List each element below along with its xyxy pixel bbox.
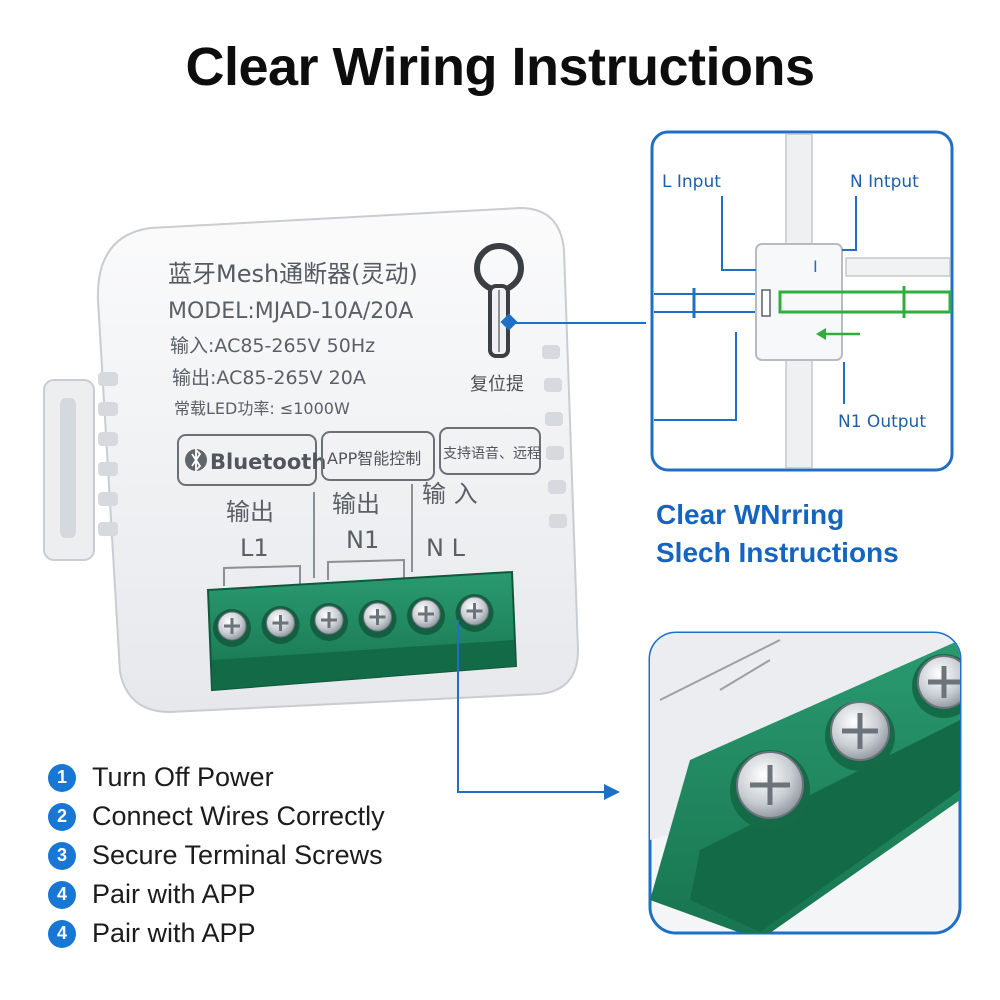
step-number-badge: 4 — [48, 919, 76, 948]
output-wire — [654, 332, 737, 421]
terminal-screw — [407, 597, 445, 635]
green-wire — [778, 290, 952, 314]
step-item: 1 Turn Off Power — [48, 758, 385, 797]
l-input-label: L Input — [662, 172, 721, 192]
badge-app-control: APP智能控制 — [321, 431, 435, 481]
badge-voice-label: 支持语音、远程 — [443, 445, 541, 462]
side-title-line2: Slech Instructions — [656, 537, 899, 568]
terminal-input-top: 输 入 — [422, 480, 478, 508]
step-label: Connect Wires Correctly — [92, 801, 385, 831]
terminal-screw — [310, 603, 348, 641]
side-title: Clear WNrring Slech Instructions — [656, 496, 899, 572]
step-label: Secure Terminal Screws — [92, 840, 383, 870]
wiring-diagram: I L Input N Intput N1 Output — [650, 130, 954, 472]
reset-label: 复位提 — [470, 374, 524, 395]
step-label: Pair with APP — [92, 918, 256, 948]
device-output-spec: 输出:AC85-265V 20A — [172, 367, 366, 389]
smart-switch-module: 蓝牙Mesh通断器(灵动) MODEL:MJAD-10A/20A 输入:AC85… — [43, 206, 580, 714]
zoom-screw-1 — [730, 750, 810, 830]
step-number-badge: 4 — [48, 880, 76, 909]
terminal-block-base — [212, 640, 516, 690]
terminal-dividers — [313, 484, 413, 578]
step-number-badge: 3 — [48, 841, 76, 870]
terminal-labels: 输出 L1 输出 N1 输 入 N L — [223, 480, 478, 586]
l-input-leader — [721, 196, 756, 271]
step-item: 3 Secure Terminal Screws — [48, 836, 385, 875]
step-number-badge: 1 — [48, 763, 76, 792]
terminal-screw — [455, 594, 494, 632]
badge-app-label: APP智能控制 — [327, 449, 421, 468]
wire-connector — [755, 243, 843, 361]
input-wire — [654, 293, 760, 313]
steps-list: 1 Turn Off Power 2 Connect Wires Correct… — [48, 758, 385, 953]
device-name: 蓝牙Mesh通断器(灵动) — [168, 260, 418, 288]
step-number-badge: 2 — [48, 802, 76, 831]
n-input-leader — [842, 196, 857, 251]
step-item: 2 Connect Wires Correctly — [48, 797, 385, 836]
step-item: 4 Pair with APP — [48, 914, 385, 953]
badge-bluetooth-label: Bluetooth — [210, 450, 326, 474]
n1-output-label: N1 Output — [838, 412, 926, 432]
terminal-l1-top: 输出 — [226, 498, 274, 526]
n-input-label: N Intput — [850, 172, 919, 192]
terminal-l1-bottom: L1 — [240, 534, 269, 562]
callout-line-zoom — [457, 620, 604, 793]
callout-diamond — [500, 313, 518, 331]
terminal-screw — [261, 606, 300, 644]
terminal-screw — [213, 609, 251, 647]
page-title: Clear Wiring Instructions — [185, 37, 815, 97]
side-title-line1: Clear WNrring — [656, 499, 845, 530]
device-input-spec: 输入:AC85-265V 50Hz — [170, 335, 375, 357]
zoom-screw-3 — [912, 654, 960, 718]
terminal-n1-bottom: N1 — [346, 526, 379, 554]
left-vents — [98, 372, 118, 536]
mounting-slot — [60, 398, 76, 538]
right-vents — [542, 345, 567, 528]
terminal-screw — [358, 600, 397, 638]
terminal-n1-top: 输出 — [332, 490, 380, 518]
device-model: MODEL:MJAD-10A/20A — [168, 299, 413, 324]
step-item: 4 Pair with APP — [48, 875, 385, 914]
zoom-screw-2 — [825, 701, 895, 771]
horizontal-cable — [845, 257, 951, 277]
zoom-inset — [648, 631, 962, 935]
green-arrow-head — [816, 328, 826, 340]
device-led-power: 常载LED功率: ≤1000W — [174, 399, 350, 418]
callout-arrow-zoom — [604, 784, 620, 800]
badge-voice-remote: 支持语音、远程 — [439, 427, 541, 475]
badge-bluetooth: Bluetooth — [177, 434, 326, 486]
bluetooth-glyph — [191, 447, 202, 473]
terminal-screws — [213, 594, 494, 647]
step-label: Turn Off Power — [92, 762, 274, 792]
step-label: Pair with APP — [92, 879, 256, 909]
terminal-brackets — [223, 558, 405, 586]
diagram-mid-label: I — [813, 257, 818, 276]
terminal-input-bottom: N L — [426, 534, 466, 562]
